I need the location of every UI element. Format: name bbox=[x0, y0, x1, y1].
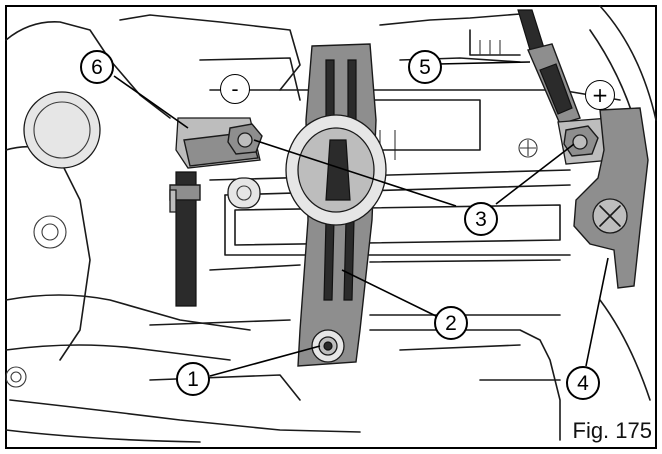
figure-frame bbox=[5, 5, 657, 449]
battery-strap bbox=[285, 43, 387, 367]
callout-3: 3 bbox=[464, 202, 498, 236]
callout-1: 1 bbox=[176, 362, 210, 396]
negative-polarity-symbol: - bbox=[220, 74, 250, 104]
positive-polarity-symbol: + bbox=[585, 80, 615, 110]
callout-6: 6 bbox=[80, 50, 114, 84]
negative-terminal-bolt bbox=[227, 123, 263, 155]
callout-2: 2 bbox=[434, 306, 468, 340]
strap-fixing-bolt bbox=[311, 329, 345, 363]
positive-terminal-cover bbox=[573, 107, 649, 289]
callout-5: 5 bbox=[408, 50, 442, 84]
positive-terminal-bolt bbox=[563, 125, 599, 157]
callout-4: 4 bbox=[566, 366, 600, 400]
engine-background bbox=[5, 5, 657, 443]
figure-caption: Fig. 175 bbox=[570, 418, 654, 444]
callout-leaders bbox=[113, 61, 609, 377]
